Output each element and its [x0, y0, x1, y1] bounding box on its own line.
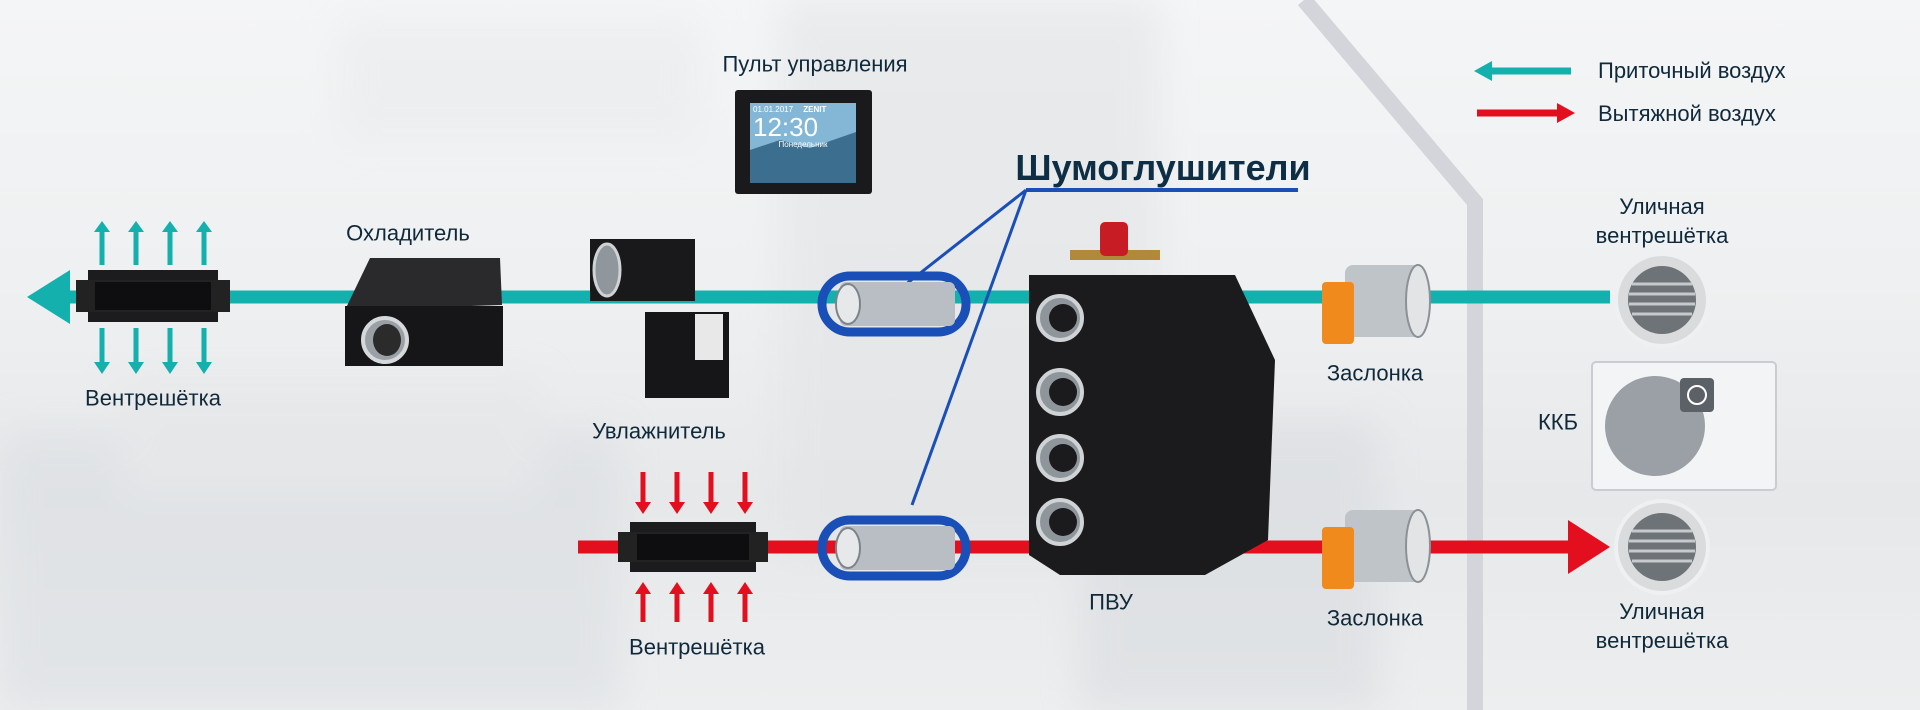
street-grille-supply — [1614, 252, 1710, 348]
label-line: Уличная — [1619, 194, 1705, 219]
label-line: вентрешётка — [1595, 223, 1729, 248]
pvu-unit — [1029, 222, 1275, 575]
exhaust-arrow-head — [1568, 520, 1610, 574]
damper-supply — [1322, 264, 1431, 344]
damper-supply-label: Заслонка — [1326, 360, 1424, 386]
exhaust-grille — [618, 472, 768, 622]
power-icon — [1687, 385, 1707, 405]
humidifier-label: Увлажнитель — [592, 418, 726, 444]
damper-exhaust — [1322, 509, 1431, 589]
label-line: вентрешётка — [1595, 628, 1729, 653]
legend-exhaust-arrow-icon — [1557, 103, 1575, 123]
damper-exhaust-label: Заслонка — [1326, 605, 1424, 631]
street-grille-supply-label: Уличная вентрешётка — [1596, 192, 1729, 250]
screen-date: 01.01.2017 — [753, 105, 794, 114]
control-panel-screen: 01.01.2017 ZENIT 12:30 Понедельник — [753, 105, 853, 149]
control-panel-label: Пульт управления — [722, 51, 908, 77]
street-grille-exhaust — [1614, 499, 1710, 595]
legend-supply-arrow-icon — [1474, 61, 1492, 81]
supply-grille-label: Вентрешётка — [85, 385, 221, 411]
silencers-title: Шумоглушители — [1015, 147, 1311, 188]
cooler-label: Охладитель — [346, 220, 470, 246]
silencer-exhaust — [817, 515, 971, 581]
screen-day: Понедельник — [778, 140, 828, 149]
kkb-label: ККБ — [1537, 409, 1579, 435]
pvu-label: ПВУ — [1089, 589, 1133, 615]
street-grille-exhaust-label: Уличная вентрешётка — [1596, 597, 1729, 655]
label-line: Уличная — [1619, 599, 1705, 624]
screen-brand: ZENIT — [803, 105, 827, 114]
silencer-supply — [817, 271, 971, 337]
kkb-outdoor-unit — [1591, 361, 1777, 491]
legend-exhaust-label: Вытяжной воздух — [1598, 101, 1776, 126]
exhaust-grille-label: Вентрешётка — [629, 634, 765, 660]
legend-supply-label: Приточный воздух — [1598, 58, 1786, 83]
humidifier-unit — [590, 239, 729, 398]
cooler-unit — [345, 258, 503, 366]
supply-arrow-head — [27, 270, 70, 324]
supply-grille — [76, 221, 230, 374]
screen-time: 12:30 — [753, 112, 819, 142]
control-panel-device — [735, 90, 872, 194]
